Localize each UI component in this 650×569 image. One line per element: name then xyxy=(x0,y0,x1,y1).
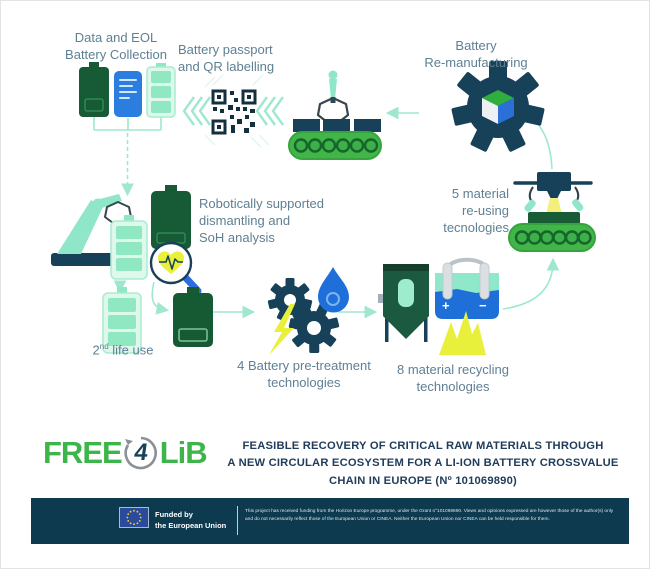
freelib-logo: FREE 4 LiB xyxy=(43,433,208,473)
water-droplet-icon xyxy=(318,267,349,313)
electrode-plus-sign: + xyxy=(442,298,450,313)
second-life-num: 2 xyxy=(92,342,100,358)
lightning-bolt-icon xyxy=(269,304,295,355)
pretreatment-label: 4 Battery pre-treatment technologies xyxy=(237,358,371,391)
data-document-icon xyxy=(114,71,142,117)
scan-chevrons-right-icon xyxy=(255,96,284,126)
funded-by-label: Funded by the European Union xyxy=(155,510,227,531)
second-life-sup: nd xyxy=(99,342,109,351)
dark-battery-icon xyxy=(151,185,191,249)
electrode-minus-sign: − xyxy=(479,298,487,313)
logo-four-text: 4 xyxy=(132,439,150,466)
qr-code-icon xyxy=(211,89,257,135)
gripper-claw-icon xyxy=(316,70,350,124)
collection-bracket xyxy=(93,117,162,131)
second-life-battery-icon xyxy=(102,287,142,354)
reusing-conveyor-icon xyxy=(508,212,596,252)
dismantling-label: Robotically supported dismantling and So… xyxy=(199,196,325,246)
remanufacturing-label: Battery Re-manufacturing xyxy=(424,38,528,71)
heat-zigzag-icon xyxy=(439,311,486,355)
remanufacturing-gear-icon xyxy=(451,61,545,152)
furnace-icon xyxy=(378,264,429,342)
heart-pulse-icon xyxy=(158,251,184,274)
project-title: FEASIBLE RECOVERY OF CRITICAL RAW MATERI… xyxy=(227,440,619,487)
scan-hatch-lines xyxy=(204,74,270,148)
mint-battery-icon xyxy=(110,215,148,280)
second-life-rest: life use xyxy=(108,342,154,358)
collection-label: Data and EOL Battery Collection xyxy=(65,30,167,63)
soh-magnifier-icon xyxy=(149,241,202,295)
reusing-label: 5 material re-using tecnologies xyxy=(443,186,509,236)
printer-head-icon xyxy=(513,172,593,214)
pretreatment-gears-icon xyxy=(267,278,340,354)
second-life-label: 2nd life use xyxy=(63,342,183,357)
conveyor-belt-icon xyxy=(288,119,382,160)
mint-battery-icon xyxy=(146,63,176,118)
funding-disclaimer: This project has received funding from t… xyxy=(245,509,614,523)
scan-chevrons-left-icon xyxy=(182,96,211,126)
flow-arrow-to-pretreatment-battery xyxy=(151,281,170,315)
flow-arrow-recycling-to-reusing xyxy=(502,257,560,310)
footer-bar: Funded by the European Union This projec… xyxy=(31,498,629,544)
eu-flag-icon xyxy=(119,507,149,528)
dark-battery-icon xyxy=(79,62,109,117)
recycle-ring-icon: 4 xyxy=(123,435,159,471)
robot-arm-icon xyxy=(51,194,132,266)
electrolysis-bath-icon xyxy=(435,257,499,319)
print-beam-icon xyxy=(546,198,562,214)
dark-battery-icon xyxy=(173,287,213,347)
recycling-label: 8 material recycling technologies xyxy=(397,362,509,395)
passport-label: Battery passport and QR labelling xyxy=(178,42,275,75)
logo-lib-text: LiB xyxy=(159,435,208,470)
footer-divider xyxy=(237,506,238,535)
logo-free-text: FREE xyxy=(43,435,123,470)
